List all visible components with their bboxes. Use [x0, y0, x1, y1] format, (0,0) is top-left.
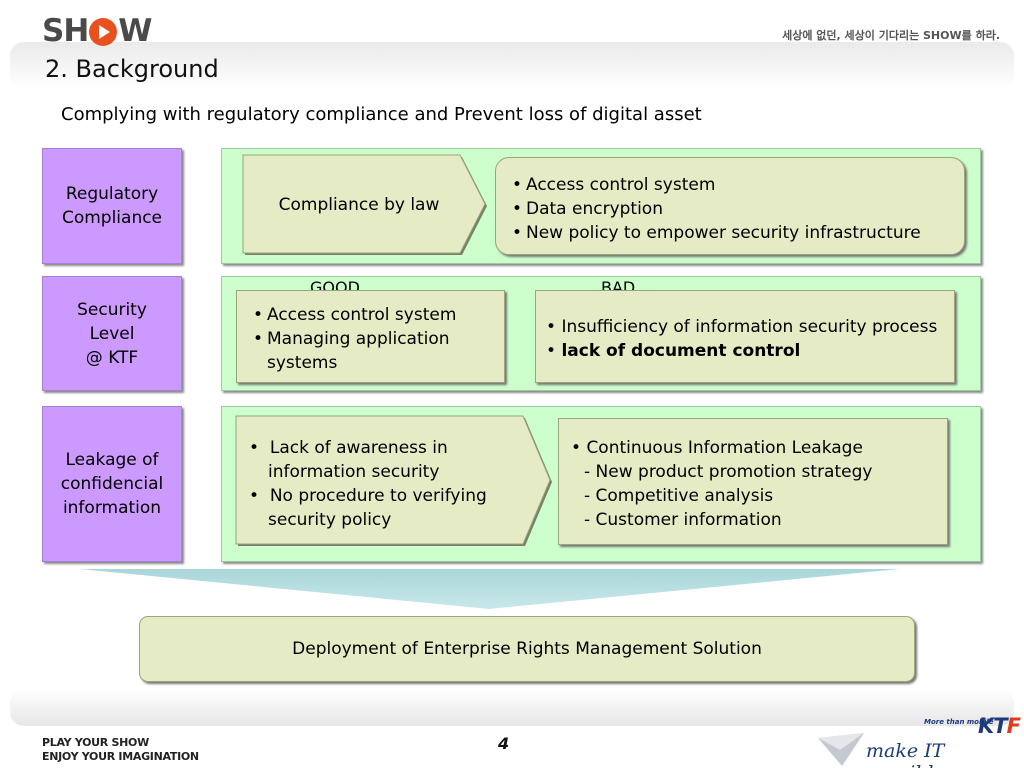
slide-title: 2. Background	[45, 55, 219, 83]
list-item: New policy to empower security infrastru…	[508, 221, 964, 245]
ktf-logo-kt: KT	[978, 714, 1008, 738]
list-item: Access control system	[249, 303, 504, 327]
list-item: Managing application	[249, 327, 504, 351]
label-line: Regulatory	[65, 184, 159, 204]
effect-line: - Competitive analysis	[584, 486, 774, 506]
footer-tagline-2: ENJOY YOUR IMAGINATION	[42, 750, 199, 763]
show-logo: SH W	[42, 13, 152, 49]
ktf-logo: KTF	[978, 714, 1021, 738]
footer-band	[10, 690, 1014, 726]
bad-box: • Insufficiency of information security …	[535, 290, 955, 383]
cause-text: No procedure to verifying	[269, 486, 487, 506]
good-box: Access control system Managing applicati…	[236, 290, 505, 383]
row-label-regulatory: Regulatory Compliance	[42, 148, 182, 264]
label-line: Leakage of	[65, 450, 159, 470]
bad-item-text: Insufficiency of information security pr…	[561, 317, 938, 337]
leakage-arrow-shape	[235, 415, 552, 546]
funnel-bar	[79, 569, 899, 609]
ktf-logo-f: F	[1006, 714, 1021, 738]
label-line: confidencial	[60, 474, 164, 494]
compliance-by-law-label: Compliance by law	[278, 195, 440, 215]
list-item: • Insufficiency of information security …	[546, 317, 938, 337]
logo-play-icon	[89, 18, 118, 46]
slogan: 세상에 없던, 세상이 기다리는 SHOW를 하라.	[782, 29, 1000, 42]
label-line: @ KTF	[85, 347, 139, 368]
page-number: 4	[498, 734, 510, 753]
conclusion-text: Deployment of Enterprise Rights Manageme…	[292, 639, 762, 659]
compliance-measures-box: Access control system Data encryption Ne…	[495, 157, 965, 255]
label-line: Security	[77, 299, 147, 320]
effect-line: - Customer information	[584, 510, 782, 530]
list-item: • Lack of awareness in	[249, 438, 448, 458]
leakage-effects-box: • Continuous Information Leakage - New p…	[558, 418, 948, 545]
leakage-causes: • Lack of awareness in information secur…	[249, 436, 487, 532]
list-item: • lack of document control	[546, 341, 801, 361]
effect-line: - New product promotion strategy	[584, 462, 873, 482]
row-label-security: Security Level @ KTF	[42, 276, 182, 391]
label-line: information	[62, 498, 162, 518]
header-band	[10, 42, 1014, 88]
cause-text: Lack of awareness in	[269, 438, 448, 458]
bad-item-text: lack of document control	[561, 341, 801, 361]
effect-heading-text: Continuous Information Leakage	[586, 438, 863, 458]
make-it-possible-text: make IT possible	[866, 740, 945, 768]
logo-text-w: W	[118, 13, 152, 49]
more-than-mobile-text: More than mobile	[924, 718, 994, 726]
list-item: • No procedure to verifying	[249, 486, 487, 506]
label-line: Level	[89, 323, 135, 344]
list-item: Data encryption	[508, 197, 964, 221]
logo-text-sh: SH	[42, 13, 89, 49]
list-item-continuation: security policy	[268, 510, 392, 530]
list-item-continuation: information security	[268, 462, 440, 482]
paper-plane-icon	[818, 733, 864, 766]
list-item-continuation: systems	[267, 353, 338, 373]
conclusion-box: Deployment of Enterprise Rights Manageme…	[139, 616, 915, 682]
footer-tagline-1: PLAY YOUR SHOW	[42, 736, 149, 749]
row-label-leakage: Leakage of confidencial information	[42, 406, 182, 562]
effect-heading: • Continuous Information Leakage	[571, 438, 863, 458]
compliance-arrow-shape	[242, 154, 487, 255]
label-line: Compliance	[61, 208, 163, 228]
list-item: Access control system	[508, 173, 964, 197]
slide-subtitle: Complying with regulatory compliance and…	[61, 104, 702, 125]
